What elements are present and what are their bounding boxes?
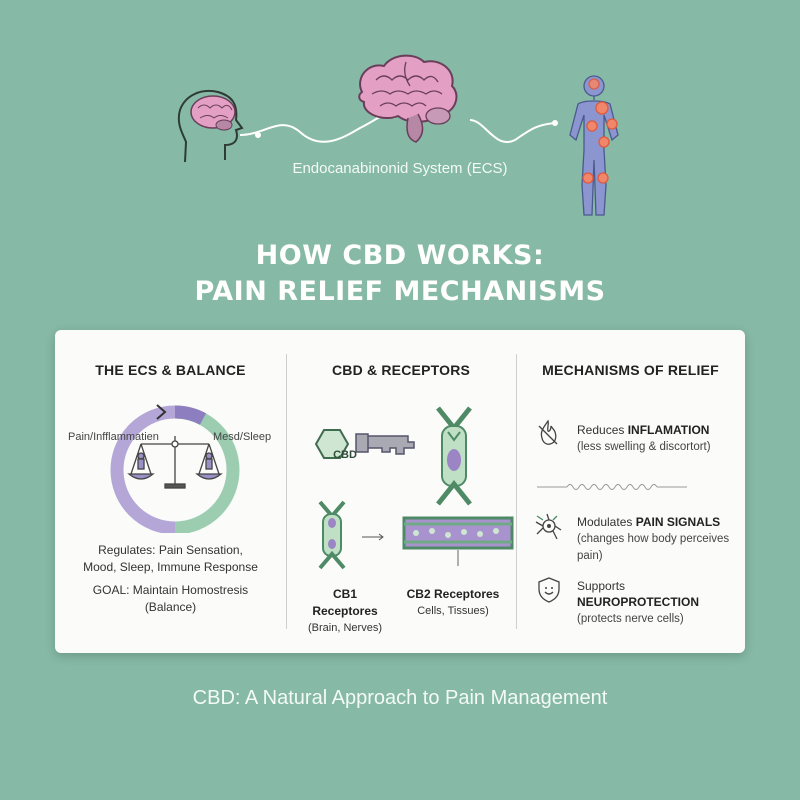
connection-line-right bbox=[469, 119, 556, 143]
ecs-illustration bbox=[177, 54, 619, 216]
arrow-right-icon bbox=[362, 533, 384, 541]
human-body-icon bbox=[569, 75, 619, 216]
chevron-right-icon bbox=[156, 404, 167, 420]
relief-item-pain-signals: Modulates PAIN SIGNALS (changes how body… bbox=[577, 515, 730, 562]
goal-text: GOAL: Maintain Homostresis (Balance) bbox=[92, 583, 249, 614]
balance-scale-icon bbox=[127, 436, 223, 489]
cb1-receptor-icon bbox=[318, 500, 346, 570]
relief-item-inflammation: Reduces INFLAMATION (less swelling & dis… bbox=[577, 423, 711, 453]
cbd-molecule-icon bbox=[314, 429, 350, 459]
column-divider bbox=[516, 354, 517, 629]
nerve-signal-line bbox=[537, 484, 687, 490]
cb2-label: CB2 Receptores Cells, Tissues) bbox=[406, 587, 500, 617]
flame-icon bbox=[538, 419, 558, 445]
receptor-cell-icon bbox=[436, 406, 472, 506]
mood-label: Mesd/Sleep bbox=[213, 431, 272, 443]
shield-icon bbox=[538, 577, 560, 603]
head-profile-icon bbox=[177, 90, 244, 163]
page-title-line-1: HOW CBD WORKS: bbox=[255, 240, 545, 271]
key-icon bbox=[355, 433, 415, 455]
nerve-cell-icon bbox=[535, 513, 562, 540]
cb1-label: CB1 Receptores (Brain, Nerves) bbox=[308, 587, 382, 634]
cb2-tissue-icon bbox=[402, 516, 514, 566]
ecs-label: Endocanabinonid System (ECS) bbox=[292, 160, 508, 177]
column-divider bbox=[286, 354, 287, 629]
brain-icon bbox=[358, 54, 458, 143]
pain-label: Pain/Infflammatien bbox=[68, 431, 159, 443]
receptors-heading: CBD & RECEPTORS bbox=[331, 362, 471, 378]
footer-tagline: CBD: A Natural Approach to Pain Manageme… bbox=[192, 687, 608, 709]
regulates-text: Regulates: Pain Sensation, Mood, Sleep, … bbox=[83, 543, 258, 574]
info-card: THE ECS & BALANCE Pain/Infflammatien Mes… bbox=[55, 330, 745, 653]
connection-line bbox=[239, 113, 396, 143]
relief-item-neuroprotection: Supports NEUROPROTECTION (protects nerve… bbox=[577, 579, 700, 625]
balance-ring-diagram bbox=[110, 404, 240, 533]
relief-heading: MECHANISMS OF RELIEF bbox=[542, 362, 719, 378]
receptor-diagram bbox=[314, 406, 514, 570]
ecs-heading: THE ECS & BALANCE bbox=[95, 362, 246, 378]
page-title-line-2: PAIN RELIEF MECHANISMS bbox=[194, 276, 606, 307]
cbd-badge: CBD bbox=[333, 449, 357, 461]
